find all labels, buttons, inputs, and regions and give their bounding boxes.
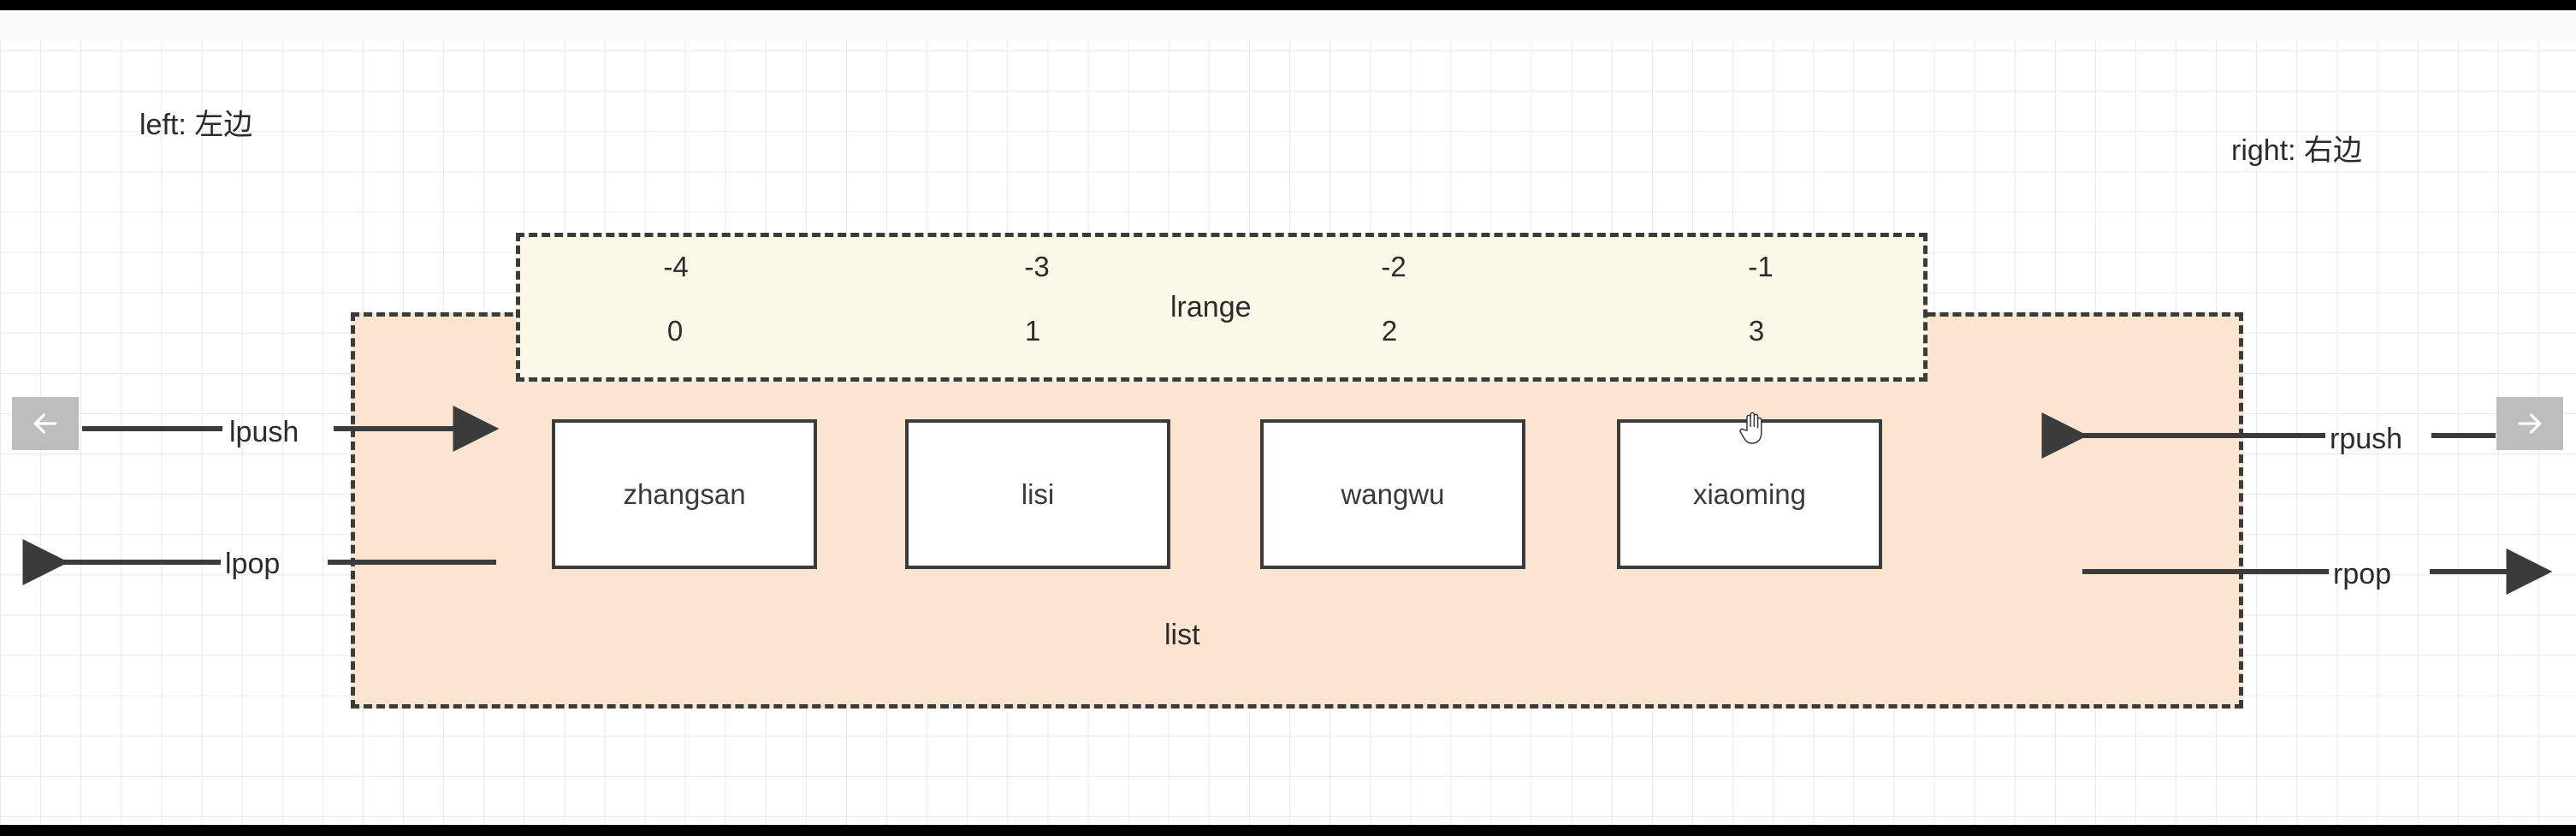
list-item[interactable]: xiaoming <box>1617 419 1882 569</box>
left-side-label: left: 左边 <box>139 109 253 141</box>
lrange-container <box>516 233 1928 382</box>
negative-index-0: -4 <box>663 251 689 282</box>
list-item[interactable]: lisi <box>905 419 1170 569</box>
negative-index-1: -3 <box>1024 251 1050 282</box>
lpush-label: lpush <box>229 416 299 448</box>
list-item[interactable]: zhangsan <box>552 419 817 569</box>
window-chrome-bottom <box>0 825 2576 836</box>
lrange-label: lrange <box>1170 291 1252 323</box>
negative-index-3: -1 <box>1748 251 1774 282</box>
negative-index-2: -2 <box>1381 251 1406 282</box>
list-label: list <box>1164 619 1200 651</box>
window-chrome-top <box>0 0 2576 10</box>
list-item-value: xiaoming <box>1692 477 1807 510</box>
list-item-value: zhangsan <box>623 477 746 510</box>
positive-index-3: 3 <box>1748 315 1765 347</box>
list-item[interactable]: wangwu <box>1260 419 1525 569</box>
rpush-label: rpush <box>2330 423 2403 455</box>
positive-index-1: 1 <box>1024 315 1041 347</box>
lpop-label: lpop <box>225 548 281 580</box>
positive-index-0: 0 <box>666 315 684 347</box>
positive-index-2: 2 <box>1381 315 1398 347</box>
next-slide-button[interactable] <box>2496 397 2563 450</box>
hand-pointer-cursor <box>1737 411 1766 451</box>
right-side-label: right: 右边 <box>2231 134 2363 167</box>
list-item-value: wangwu <box>1341 477 1445 510</box>
arrow-right-icon <box>2518 413 2542 434</box>
grid-top-shade <box>0 10 2576 41</box>
arrow-left-icon <box>33 413 57 434</box>
rpop-label: rpop <box>2333 558 2392 590</box>
prev-slide-button[interactable] <box>12 397 79 450</box>
list-item-value: lisi <box>1021 477 1055 510</box>
